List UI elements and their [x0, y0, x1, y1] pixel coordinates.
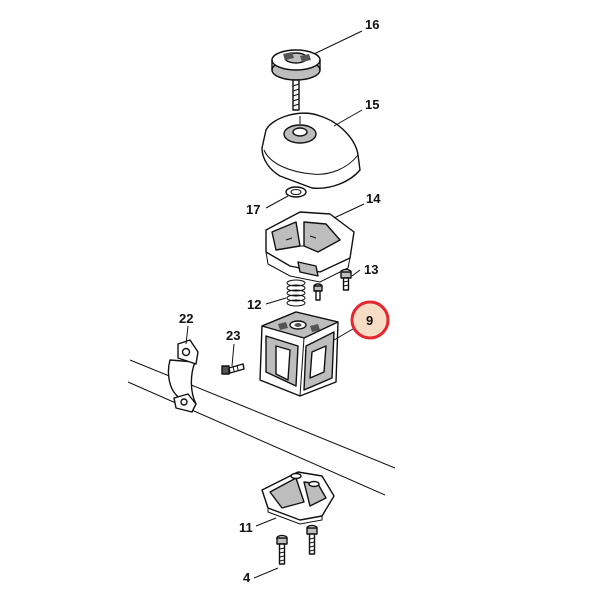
- label-part-17[interactable]: 17: [246, 202, 260, 217]
- part-11-lower-clamp[interactable]: [261, 471, 335, 525]
- label-part-15[interactable]: 15: [365, 97, 379, 112]
- part-17-washer[interactable]: [285, 186, 307, 198]
- label-part-12[interactable]: 12: [247, 297, 261, 312]
- label-part-13[interactable]: 13: [364, 262, 378, 277]
- part-12-small-screw[interactable]: [313, 283, 323, 301]
- leader-lines: [185, 30, 365, 579]
- leader-4: [253, 567, 279, 579]
- part-14-bracket[interactable]: [265, 211, 355, 283]
- highlight-ring-part-9[interactable]: [350, 300, 390, 340]
- label-part-14[interactable]: 14: [366, 191, 381, 206]
- leader-22: [185, 325, 189, 345]
- label-part-11[interactable]: 11: [239, 520, 253, 535]
- leader-13: [351, 269, 361, 277]
- label-part-9[interactable]: 9: [366, 313, 373, 328]
- part-15-cover[interactable]: [261, 112, 361, 189]
- label-part-4[interactable]: 4: [243, 570, 251, 585]
- leader-17: [265, 195, 289, 209]
- label-part-16[interactable]: 16: [365, 17, 379, 32]
- leader-15: [333, 109, 363, 127]
- leader-23: [231, 343, 235, 367]
- label-part-22[interactable]: 22: [179, 311, 193, 326]
- part-22-clamp[interactable]: [167, 339, 199, 413]
- leader-11: [255, 517, 277, 527]
- leader-14: [333, 203, 365, 219]
- part-12-spring[interactable]: [286, 279, 306, 307]
- leader-12: [265, 297, 287, 305]
- part-4-screws[interactable]: [276, 524, 318, 565]
- part-13-screw[interactable]: [340, 268, 352, 291]
- part-23-screw[interactable]: [221, 363, 245, 375]
- label-part-23[interactable]: 23: [226, 328, 240, 343]
- part-number-labels: 16 15 17 14 13 12 9 22 23 11 4: [179, 17, 381, 585]
- part-9-housing[interactable]: [259, 311, 339, 397]
- leader-16: [313, 30, 363, 55]
- part-16-knob[interactable]: [271, 49, 321, 111]
